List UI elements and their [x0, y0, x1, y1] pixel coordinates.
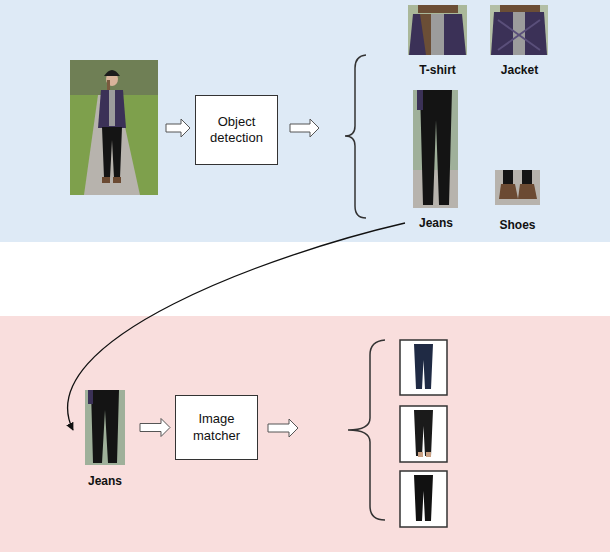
item-label: Jeans	[419, 216, 453, 230]
tshirt-photo	[408, 5, 467, 55]
hollow-arrow	[166, 119, 190, 137]
jeans-photo	[413, 90, 458, 208]
input-photo	[70, 60, 158, 195]
result-photo	[400, 471, 447, 527]
box-label: Object detection	[202, 114, 271, 147]
item-label: Jacket	[501, 63, 538, 77]
result-photo	[400, 340, 447, 395]
detected-item: T-shirt	[400, 5, 475, 77]
result-photo	[400, 406, 447, 462]
shoes-photo	[495, 170, 540, 205]
bracket	[345, 55, 366, 218]
bracket	[348, 340, 385, 520]
item-label: T-shirt	[419, 63, 456, 77]
hollow-arrow	[290, 119, 319, 137]
top-panel	[0, 0, 610, 242]
bottom-panel	[0, 316, 610, 552]
connector	[140, 419, 170, 437]
box-label: Image matcher	[182, 411, 251, 444]
query-item: Jeans	[75, 390, 135, 488]
item-label: Jeans	[88, 474, 122, 488]
item-label: Shoes	[499, 218, 535, 232]
detected-item: Shoes	[485, 170, 550, 232]
detected-item: Jacket	[482, 5, 557, 77]
process-box: Object detection	[195, 95, 278, 165]
detected-item: Jeans	[405, 90, 467, 230]
process-box: Image matcher	[175, 395, 258, 460]
query-jeans-photo	[85, 390, 125, 465]
hollow-arrow	[268, 419, 298, 437]
jacket-photo	[490, 5, 548, 55]
